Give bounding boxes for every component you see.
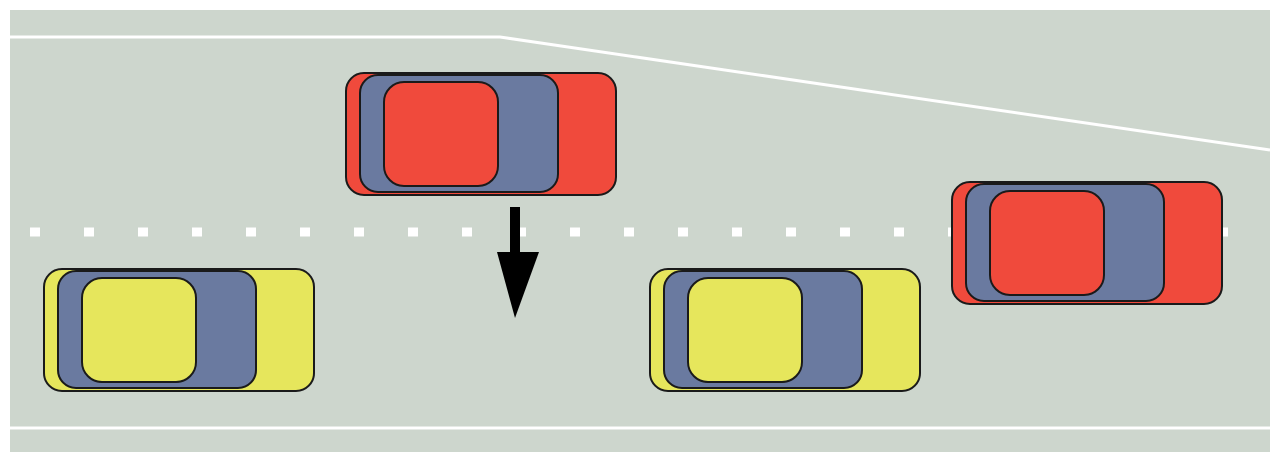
car-yellow-behind [44,269,314,391]
car-red-ahead [952,182,1222,304]
arrow-shaft [510,207,520,257]
car-roof [688,278,802,382]
car-roof [384,82,498,186]
car-roof [82,278,196,382]
car-yellow-ahead [650,269,920,391]
car-roof [990,191,1104,295]
car-red-merging [346,73,616,195]
